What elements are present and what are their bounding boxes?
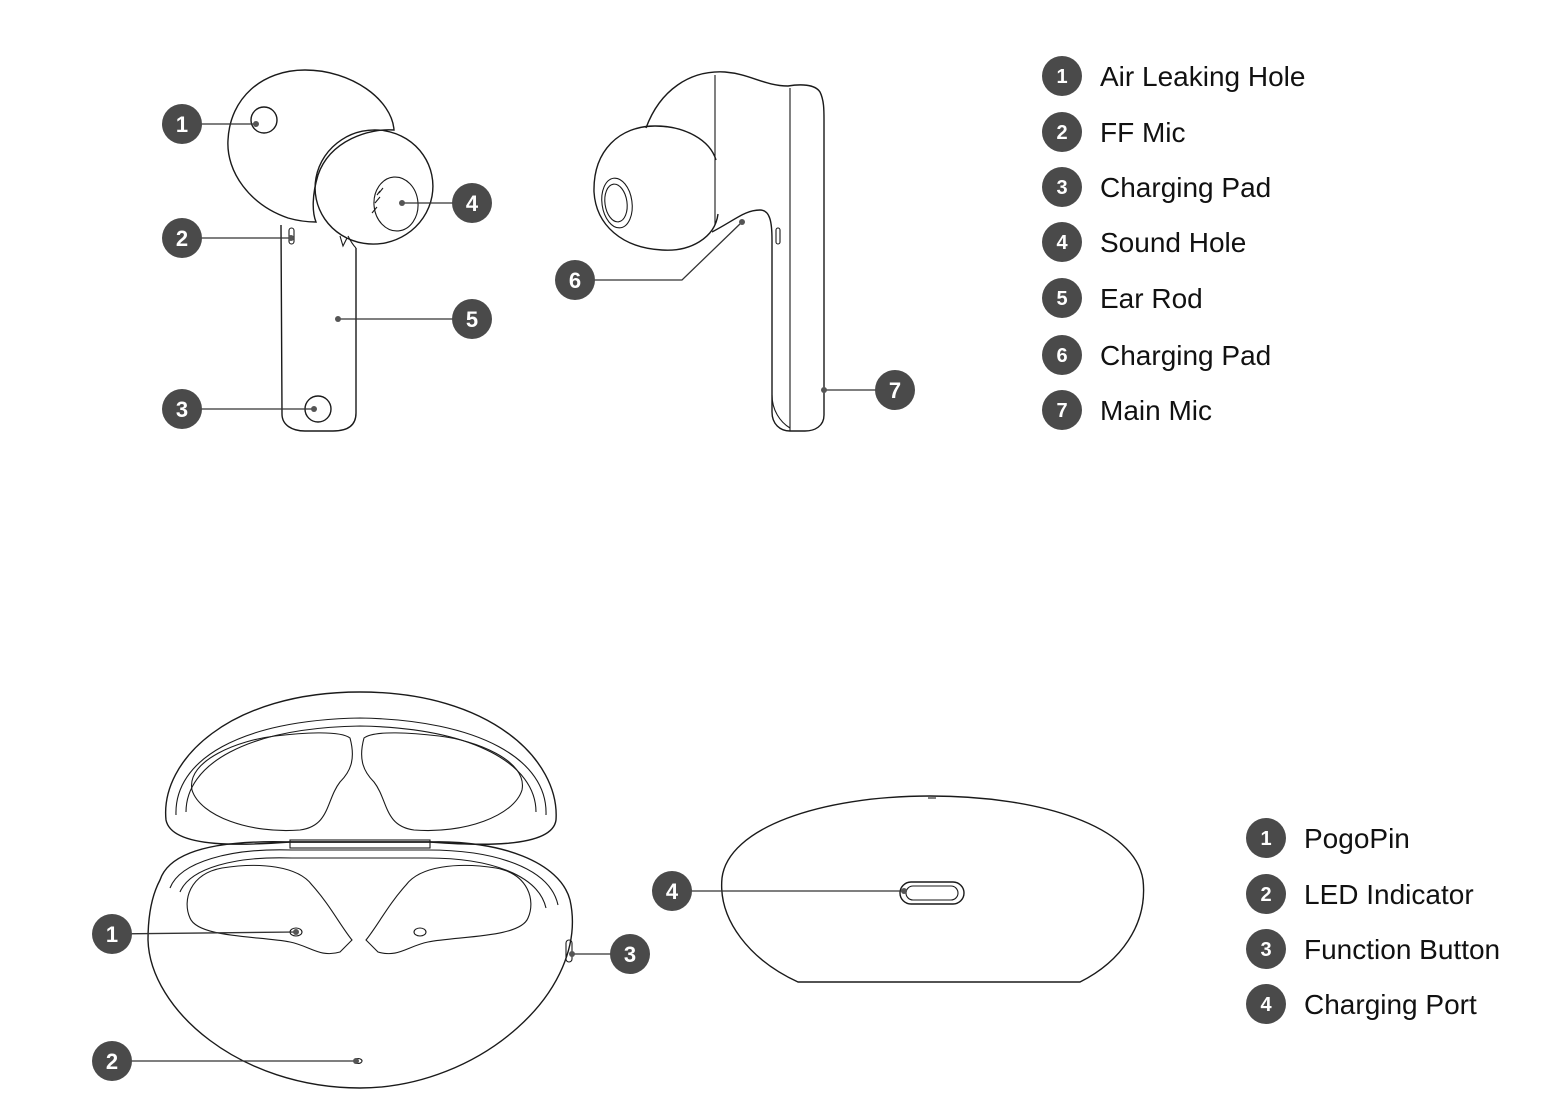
svg-text:Charging Pad: Charging Pad <box>1100 340 1271 371</box>
svg-text:Charging Pad: Charging Pad <box>1100 172 1271 203</box>
case-legend-item: 4 Charging Port <box>1246 984 1477 1024</box>
earbud-legend-item: 2 FF Mic <box>1042 112 1186 152</box>
leader-lines <box>111 121 907 1064</box>
earbud-legend-item: 7 Main Mic <box>1042 390 1212 430</box>
earbud-legend-item: 6 Charging Pad <box>1042 335 1271 375</box>
callout-1-case: 1 <box>92 914 132 954</box>
svg-text:Main Mic: Main Mic <box>1100 395 1212 426</box>
svg-text:Function Button: Function Button <box>1304 934 1500 965</box>
svg-text:7: 7 <box>889 378 901 403</box>
callout-6-side: 6 <box>555 260 595 300</box>
svg-text:3: 3 <box>1260 939 1271 961</box>
svg-text:3: 3 <box>624 942 636 967</box>
svg-text:5: 5 <box>466 307 478 332</box>
case-legend-item: 3 Function Button <box>1246 929 1500 969</box>
earbud-legend-item: 3 Charging Pad <box>1042 167 1271 207</box>
svg-text:Charging Port: Charging Port <box>1304 989 1477 1020</box>
svg-text:FF Mic: FF Mic <box>1100 117 1186 148</box>
callout-3-case: 3 <box>610 934 650 974</box>
callout-3-front: 3 <box>162 389 202 429</box>
svg-text:2: 2 <box>1056 122 1067 144</box>
callout-2-front: 2 <box>162 218 202 258</box>
svg-text:Sound Hole: Sound Hole <box>1100 227 1246 258</box>
svg-text:4: 4 <box>1056 232 1068 254</box>
callout-1-front: 1 <box>162 104 202 144</box>
svg-text:3: 3 <box>1056 177 1067 199</box>
svg-text:4: 4 <box>666 879 679 904</box>
callout-4-front: 4 <box>452 183 492 223</box>
callout-4-case: 4 <box>652 871 692 911</box>
svg-text:1: 1 <box>1260 828 1271 850</box>
earbud-legend: 1 Air Leaking Hole 2 FF Mic 3 Charging P… <box>1042 56 1305 430</box>
svg-text:1: 1 <box>1056 66 1067 88</box>
svg-text:4: 4 <box>466 191 479 216</box>
svg-text:5: 5 <box>1056 288 1067 310</box>
svg-text:2: 2 <box>1260 884 1271 906</box>
svg-text:PogoPin: PogoPin <box>1304 823 1410 854</box>
callout-2-case: 2 <box>92 1041 132 1081</box>
case-legend-item: 2 LED Indicator <box>1246 874 1474 914</box>
callout-5-front: 5 <box>452 299 492 339</box>
case-legend: 1 PogoPin 2 LED Indicator 3 Function But… <box>1246 818 1500 1024</box>
svg-text:6: 6 <box>1056 345 1067 367</box>
svg-text:Ear Rod: Ear Rod <box>1100 283 1203 314</box>
case-open-drawing <box>147 691 573 1089</box>
svg-text:1: 1 <box>176 112 188 137</box>
earbud-side-drawing <box>593 71 825 432</box>
svg-text:4: 4 <box>1260 994 1272 1016</box>
case-back-drawing <box>721 795 1145 983</box>
svg-text:2: 2 <box>176 226 188 251</box>
earbud-front-drawing <box>227 69 434 432</box>
svg-text:1: 1 <box>106 922 118 947</box>
svg-text:Air Leaking Hole: Air Leaking Hole <box>1100 61 1305 92</box>
svg-text:2: 2 <box>106 1049 118 1074</box>
callout-7-side: 7 <box>875 370 915 410</box>
earbud-legend-item: 4 Sound Hole <box>1042 222 1246 262</box>
earbud-legend-item: 1 Air Leaking Hole <box>1042 56 1305 96</box>
svg-text:3: 3 <box>176 397 188 422</box>
svg-text:6: 6 <box>569 268 581 293</box>
svg-text:7: 7 <box>1056 400 1067 422</box>
svg-text:LED Indicator: LED Indicator <box>1304 879 1474 910</box>
earbud-legend-item: 5 Ear Rod <box>1042 278 1203 318</box>
case-legend-item: 1 PogoPin <box>1246 818 1410 858</box>
